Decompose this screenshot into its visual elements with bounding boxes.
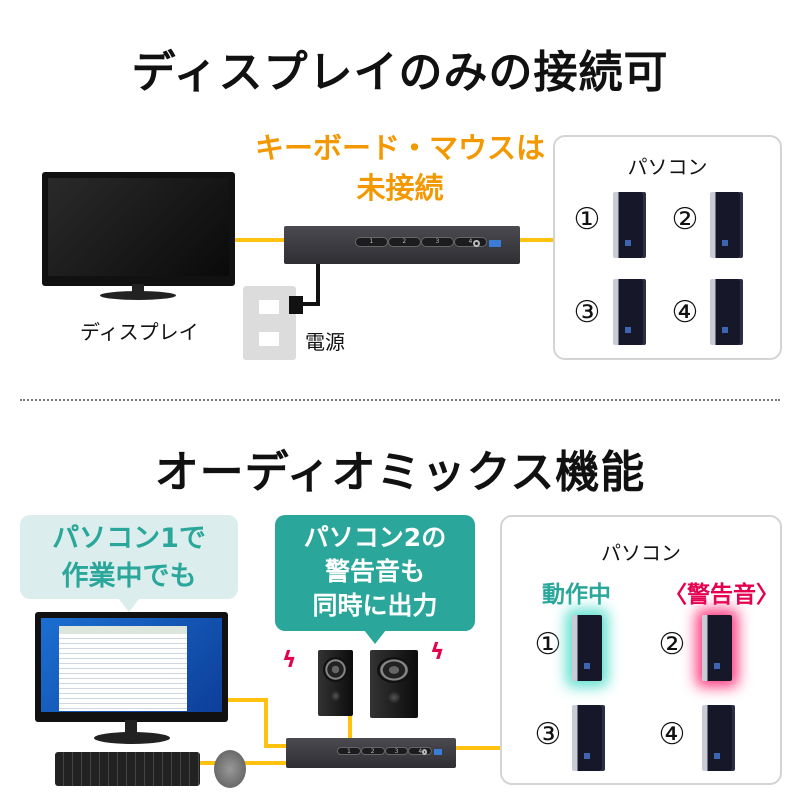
pc-number-1: ① [573, 202, 601, 237]
pc2-number-4: ④ [658, 717, 686, 752]
audio-jack [472, 239, 480, 248]
pc2-number-1: ① [534, 627, 562, 662]
usb-port [489, 240, 502, 248]
cable-kvm-pcs [518, 238, 556, 242]
status-active: 動作中 [542, 582, 611, 608]
speaker-left [318, 650, 353, 716]
display-label: ディスプレイ [80, 320, 199, 344]
pc2-tower-4 [702, 705, 732, 771]
mouse [214, 750, 246, 788]
bubble1-tail [118, 598, 140, 612]
power-plug [289, 296, 303, 314]
pc2-tower-1-active [572, 615, 602, 681]
section1-title: ディスプレイのみの接続可 [131, 47, 669, 98]
bubble-alert-pc2: パソコン2の 警告音も 同時に出力 [275, 515, 475, 631]
usb-port-2 [433, 749, 443, 755]
keyboard [55, 752, 200, 786]
display-monitor [42, 172, 235, 286]
pc-tower-1 [613, 192, 643, 258]
section2-title: オーディオミックス機能 [154, 447, 646, 498]
callout-no-keyboard-mouse: キーボード・マウスは 未接続 [240, 128, 560, 208]
power-cable [316, 264, 320, 306]
sound-left-icon: ϟ [282, 648, 297, 673]
bubble2-tail [364, 630, 386, 644]
kvm-switch-2: 1 2 3 4 [286, 738, 456, 768]
bubble2-line2: 警告音も [324, 557, 425, 586]
pc-number-4: ④ [671, 295, 699, 330]
work-monitor [35, 612, 228, 722]
callout-line2: 未接続 [356, 171, 444, 205]
pc-tower-2 [710, 192, 740, 258]
kvm-port-button-2[interactable]: 2 [387, 237, 421, 248]
cable-monitor-v [264, 698, 268, 748]
section-divider [20, 399, 780, 401]
callout-line1: キーボード・マウスは [254, 131, 545, 165]
power-outlet [243, 286, 296, 360]
status-alert: 〈警告音〉 [664, 575, 779, 609]
alert-bracket-left: 〈 [664, 582, 687, 608]
pc-number-3: ③ [573, 295, 601, 330]
pc2-number-2: ② [658, 627, 686, 662]
kvm2-port-button-4[interactable]: 4 [408, 747, 433, 755]
kvm-port-button-3[interactable]: 3 [420, 237, 454, 248]
work-monitor-neck [125, 720, 137, 734]
pc2-tower-2-alert [702, 615, 732, 681]
status-alert-label: 警告音 [687, 582, 756, 608]
pc-number-2: ② [671, 202, 699, 237]
power-label: 電源 [305, 330, 345, 354]
cable-kvm-pcs-2 [454, 746, 502, 750]
pc-group-title-2: パソコン [601, 541, 681, 565]
cable-speaker-kvm [348, 714, 352, 740]
kvm-port-button-1[interactable]: 1 [354, 237, 388, 248]
pc2-number-3: ③ [534, 717, 562, 752]
cable-monitor-kvm [264, 744, 288, 748]
work-monitor-base [94, 732, 170, 744]
bubble-working-pc1: パソコン1で 作業中でも [20, 515, 238, 599]
kvm2-port-button-1[interactable]: 1 [337, 747, 361, 755]
bubble1-line2: 作業中でも [61, 561, 197, 592]
cable-display-kvm [230, 238, 286, 242]
bubble2-line1: パソコン2の [303, 523, 447, 552]
sound-right-icon: ϟ [430, 640, 445, 665]
monitor-base [100, 291, 176, 300]
pc2-tower-3 [572, 705, 602, 771]
pc-group-box-2: パソコン 動作中 〈警告音〉 ① ② ③ ④ [500, 515, 782, 785]
pc-group-box: パソコン ① ② ③ ④ [553, 135, 782, 360]
pc-tower-3 [613, 279, 643, 345]
kvm-port-button-4[interactable]: 4 [453, 237, 487, 248]
bubble2-line3: 同時に出力 [312, 591, 438, 620]
spreadsheet-window [59, 626, 187, 711]
kvm2-port-button-3[interactable]: 3 [384, 747, 409, 755]
pc-group-title: パソコン [627, 155, 708, 179]
monitor-neck [132, 284, 144, 292]
alert-bracket-right: 〉 [756, 582, 779, 608]
kvm2-port-button-2[interactable]: 2 [360, 747, 385, 755]
pc-tower-4 [710, 279, 740, 345]
audio-jack-2 [422, 748, 428, 755]
bubble1-line1: パソコン1で [52, 523, 206, 554]
cable-monitor-h [228, 698, 268, 702]
kvm-switch: 1 2 3 4 [284, 226, 520, 264]
speaker-right [370, 650, 418, 718]
power-cable-bend [300, 302, 320, 306]
